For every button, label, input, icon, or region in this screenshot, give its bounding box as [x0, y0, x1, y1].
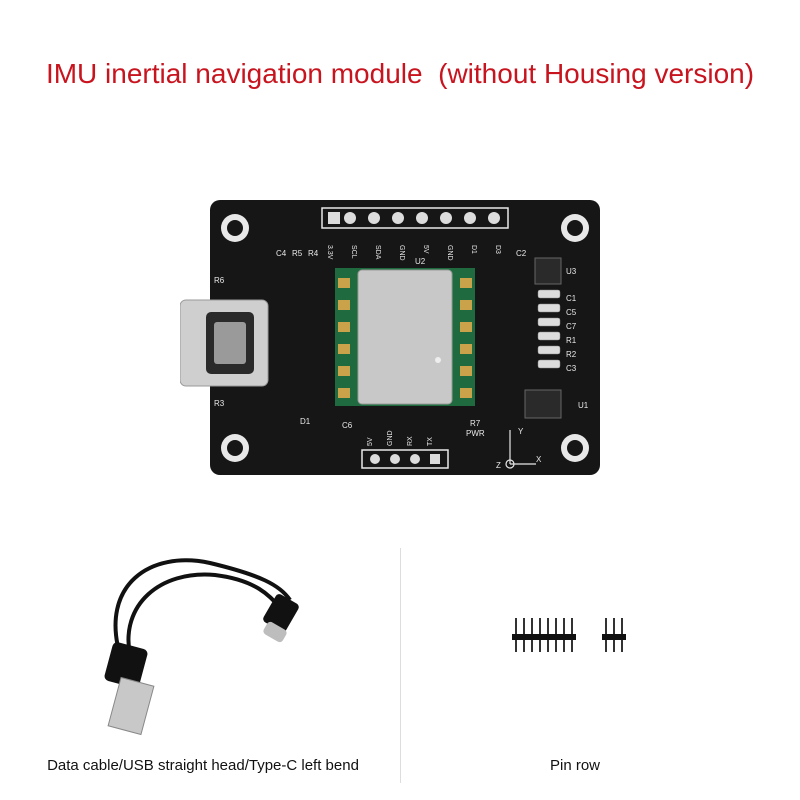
divider — [400, 548, 401, 783]
usb-cable-image — [104, 558, 299, 736]
ref-label: PWR — [466, 429, 485, 438]
pin-label-top: SCL — [350, 245, 357, 259]
pin-label-top: GND — [398, 245, 405, 261]
ref-label: C4 — [276, 249, 287, 258]
ref-label: U2 — [415, 257, 426, 266]
pin-label-bottom: RX — [407, 436, 414, 446]
pin-row-image — [512, 618, 626, 652]
pins-caption: Pin row — [549, 757, 601, 774]
page-title: IMU inertial navigation module (without … — [45, 58, 755, 89]
ref-label: R3 — [214, 399, 225, 408]
ref-label: U1 — [578, 401, 589, 410]
ref-label: R2 — [566, 350, 577, 359]
axis-label: Z — [496, 461, 501, 470]
imu-board-image: 3.3V SCL SDA GND 5V GND D1 D3 C4 R5 R4 C… — [180, 200, 600, 475]
pin-label-top: 3.3V — [326, 245, 333, 260]
pin-label-top: GND — [446, 245, 453, 261]
pin-label-bottom: GND — [387, 430, 394, 446]
pin-label-top: SDA — [374, 245, 381, 260]
ref-label: C5 — [566, 308, 577, 317]
pin-label-bottom: 5V — [367, 437, 374, 446]
axis-label: Y — [518, 427, 524, 436]
pin-label-top: 5V — [422, 245, 429, 254]
ref-label: C1 — [566, 294, 577, 303]
pin-label-bottom: TX — [427, 437, 434, 446]
ref-label: C2 — [516, 249, 527, 258]
ref-label: C7 — [566, 322, 577, 331]
ref-label: C6 — [342, 421, 353, 430]
ref-label: U3 — [566, 267, 577, 276]
pin-label-top: D1 — [470, 245, 477, 254]
ref-label: R6 — [214, 276, 225, 285]
ref-label: R7 — [470, 419, 481, 428]
ref-label: D1 — [300, 417, 311, 426]
ref-label: R5 — [292, 249, 303, 258]
pin-label-top: D3 — [494, 245, 501, 254]
ref-label: R1 — [566, 336, 577, 345]
cable-caption: Data cable/USB straight head/Type-C left… — [47, 757, 359, 774]
axis-label: X — [536, 455, 542, 464]
ref-label: R4 — [308, 249, 319, 258]
ref-label: C3 — [566, 364, 577, 373]
